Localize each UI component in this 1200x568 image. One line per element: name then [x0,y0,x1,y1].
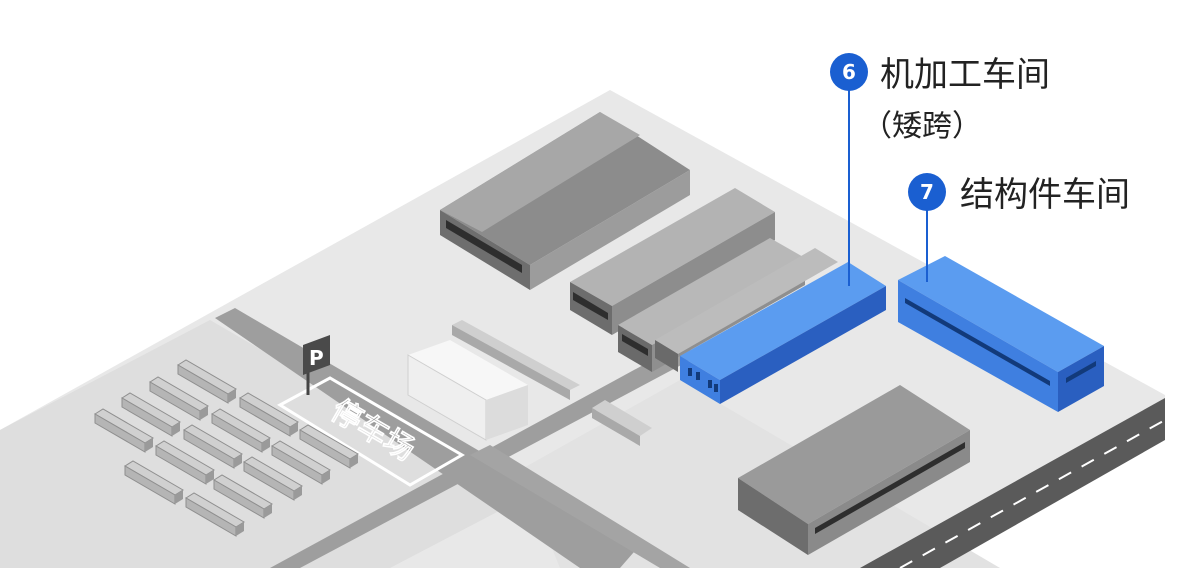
callout-7: 7 结构件车间 [908,173,1130,282]
callout-7-badge [908,173,946,211]
parked-car [155,440,215,485]
parking-sign-letter: P [309,346,324,370]
parked-cars [94,359,359,537]
parked-car [211,408,271,453]
callout-6-sublabel: （矮跨） [862,109,982,144]
parked-car [177,359,237,404]
callout-6: 6 机加工车间 （矮跨） [830,53,1050,286]
road-cross [470,445,690,568]
building-6-machining-workshop [680,262,886,404]
warehouse-large [440,112,690,290]
parked-car [243,456,303,501]
parked-car [299,424,359,469]
parked-car [185,492,245,537]
parked-car [124,460,184,505]
parked-car [239,392,299,437]
parking-sign-board [303,335,330,375]
small-shed [592,400,652,446]
road-horizontal [215,308,640,568]
parking-lot-outline [277,376,465,487]
parked-car [271,440,331,485]
callout-6-label: 机加工车间 [880,55,1050,95]
parked-car [213,474,273,519]
building-7-structural-workshop [898,256,1104,412]
office-building [407,340,528,441]
parked-car [183,424,243,469]
parked-car [94,408,154,453]
callout-7-number: 7 [920,180,934,204]
callout-6-number: 6 [842,60,856,84]
parked-car [149,376,209,421]
parked-car [121,392,181,437]
highway [860,398,1165,568]
hall-middle-1 [570,188,775,335]
callout-6-badge [830,53,868,91]
hall-middle-3 [655,248,838,372]
warehouse-bottom [738,385,970,555]
callout-7-label: 结构件车间 [960,175,1130,215]
long-shed [452,320,580,400]
